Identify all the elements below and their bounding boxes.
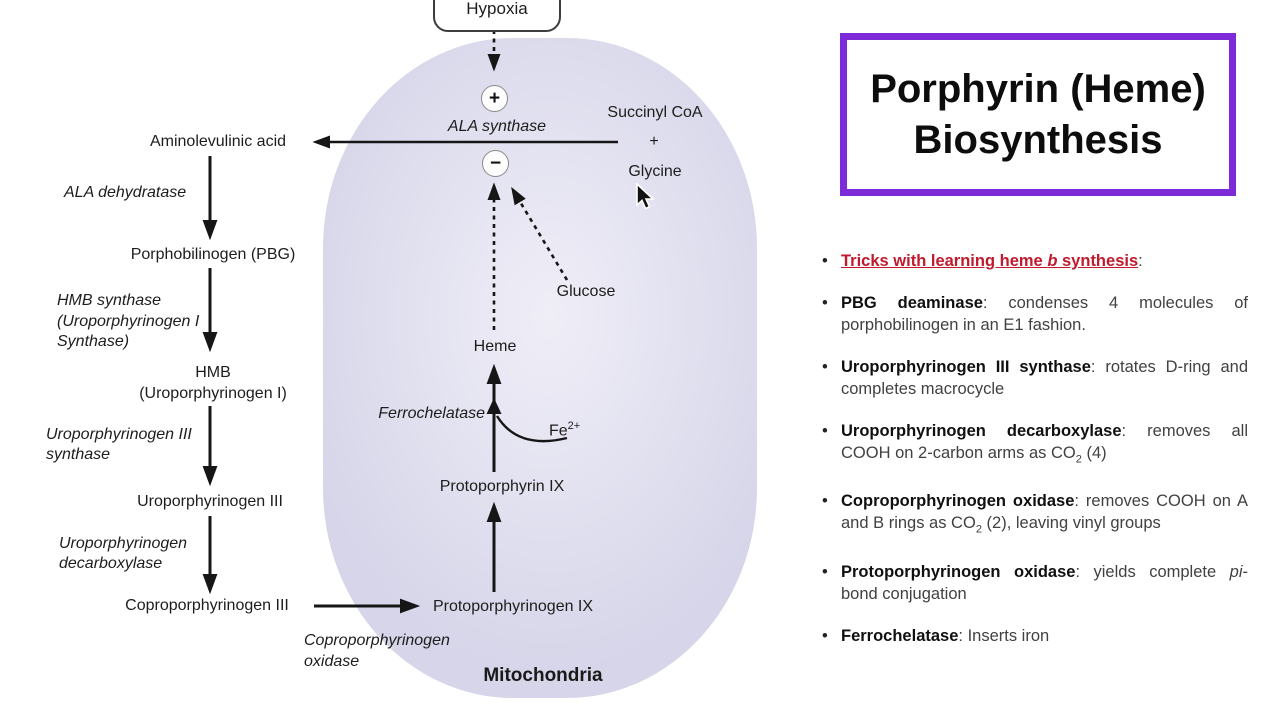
plus-regulator-icon: + [481,85,508,112]
uro3-synthase-label: Uroporphyrinogen III synthase [46,426,192,463]
protoporphyrin-ix-label: Protoporphyrin IX [439,478,565,495]
trick-bullet: •Ferrochelatase: Inserts iron [822,626,1050,645]
bullet-icon: • [822,562,828,581]
trick-bullet: •Coproporphyrinogen oxidase: removes COO… [822,492,1248,536]
title-box: Porphyrin (Heme) Biosynthesis [840,33,1236,196]
trick-bullet: •PBG deaminase: condenses 4 molecules of… [822,294,1248,334]
mouse-cursor [636,183,656,210]
protoporphyrinogen-ix-label: Protoporphyrinogen IX [432,598,594,615]
ferrochelatase-label: Ferrochelatase [378,405,485,422]
succinyl-coa-label: Succinyl CoA [607,104,703,121]
ala-synthase-label: ALA synthase [447,118,547,135]
hypoxia-label: Hypoxia [466,0,528,18]
page-title-line1: Porphyrin (Heme) [870,66,1206,111]
copro-oxidase-label: Coproporphyrinogen oxidase [304,632,450,670]
uroporphyrinogen-iii-label: Uroporphyrinogen III [137,493,283,510]
hmb-synthase-label: HMB synthase (Uroporphyrinogen I Synthas… [57,292,200,350]
trick-bullet: •Uroporphyrinogen III synthase: rotates … [822,358,1248,398]
hypoxia-node: Hypoxia [433,0,561,32]
glucose-label: Glucose [556,283,616,300]
trick-bullet: •Tricks with learning heme b synthesis: [822,252,1143,270]
coproporphyrinogen-iii-label: Coproporphyrinogen III [125,597,289,614]
bullet-icon: • [822,252,828,270]
bullet-icon: • [822,492,828,511]
glycine-label: Glycine [628,163,682,180]
tricks-bullet-list: •Tricks with learning heme b synthesis:•… [818,250,1248,667]
hmb-label: HMB (Uroporphyrinogen I) [139,364,287,402]
bullet-icon: • [822,626,828,645]
uro-decarboxylase-label: Uroporphyrinogen decarboxylase [59,535,188,572]
bullet-icon: • [822,422,828,440]
page-title-line2: Biosynthesis [913,117,1163,162]
bullet-icon: • [822,358,828,376]
plus-sign-label: + [649,133,659,150]
heme-label: Heme [473,338,517,355]
minus-regulator-icon: − [482,150,509,177]
aminolevulinic-acid-label: Aminolevulinic acid [149,133,287,150]
trick-bullet: •Uroporphyrinogen decarboxylase: removes… [822,422,1248,466]
trick-bullet: •Protoporphyrinogen oxidase: yields comp… [822,562,1248,603]
mitochondria-region [323,38,757,698]
ala-dehydratase-label: ALA dehydratase [64,184,187,201]
bullet-icon: • [822,294,828,312]
porphobilinogen-label: Porphobilinogen (PBG) [130,246,296,263]
mitochondria-label: Mitochondria [483,665,603,686]
fe2-label: Fe2+ [549,420,581,440]
